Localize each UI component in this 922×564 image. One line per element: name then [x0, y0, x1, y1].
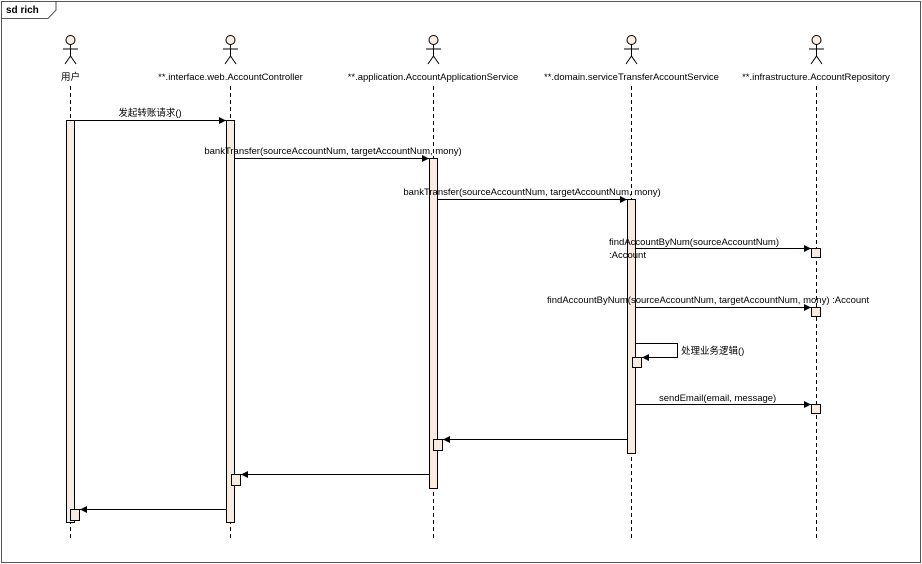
message-4-label2: :Account [609, 250, 646, 261]
message-6-self-arrow [635, 343, 678, 361]
frame-title: sd rich [6, 5, 39, 16]
activation-controller [226, 120, 235, 523]
lifeline-label-appservice: **.application.AccountApplicationService [348, 72, 519, 83]
activation-appservice [429, 158, 438, 489]
activation-domainservice-self [632, 357, 642, 368]
message-5-label: findAccountByNum(sourceAccountNum, targe… [547, 295, 869, 306]
activation-user [66, 120, 75, 523]
actor-repository-icon [809, 35, 824, 65]
message-7-label: sendEmail(email, message) [659, 393, 776, 404]
activation-repository-2 [811, 307, 821, 317]
activation-user-return [70, 509, 80, 521]
message-1-label: 发起转账请求() [118, 107, 181, 119]
message-2-label: bankTransfer(sourceAccountNum, targetAcc… [204, 146, 461, 157]
message-3-label: bankTransfer(sourceAccountNum, targetAcc… [403, 187, 660, 198]
actor-controller-icon [223, 35, 238, 65]
activation-repository-3 [811, 404, 821, 414]
message-4-label: findAccountByNum(sourceAccountNum) [609, 237, 779, 248]
lifeline-label-domainservice: **.domain.serviceTransferAccountService [544, 72, 719, 83]
activation-repository-1 [811, 248, 821, 258]
message-6-label: 处理业务逻辑() [681, 345, 744, 357]
activation-bars [66, 120, 821, 523]
actor-appservice-icon [426, 35, 441, 65]
activation-appservice-return [433, 439, 443, 451]
frame-tab [1, 1, 57, 19]
lifeline-label-repository: **.infrastructure.AccountRepository [742, 72, 890, 83]
actor-domainservice-icon [624, 35, 639, 65]
lifeline-label-user: 用户 [61, 71, 80, 83]
actor-figures [63, 35, 824, 65]
actor-user-icon [63, 35, 78, 65]
activation-domainservice [627, 199, 636, 454]
messages [74, 117, 811, 513]
lifeline-label-controller: **.interface.web.AccountController [158, 72, 303, 83]
activation-controller-return [231, 474, 241, 486]
